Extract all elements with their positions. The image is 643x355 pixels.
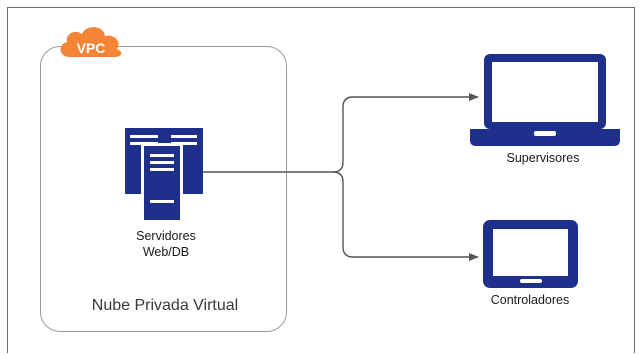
connectors	[202, 93, 479, 261]
supervisors-label: Supervisores	[506, 151, 580, 165]
cloud-icon	[60, 27, 122, 57]
diagram-frame	[7, 7, 635, 353]
laptop-icon	[470, 54, 620, 146]
servers-label-line1: Servidores	[136, 229, 196, 243]
tablet-icon	[483, 220, 578, 288]
controllers-label: Controladores	[490, 293, 570, 307]
servers-label-line2: Web/DB	[142, 245, 190, 259]
vpc-badge-text: VPC	[77, 40, 106, 56]
connector-servers-to-controllers	[332, 171, 479, 261]
connector-servers-to-supervisors	[202, 93, 479, 173]
vpc-cloud-badge: VPC	[60, 27, 122, 57]
server-icon	[125, 128, 203, 222]
vpc-group-label: Nube Privada Virtual	[91, 297, 239, 314]
servers-label: Servidores Web/DB	[118, 228, 214, 260]
